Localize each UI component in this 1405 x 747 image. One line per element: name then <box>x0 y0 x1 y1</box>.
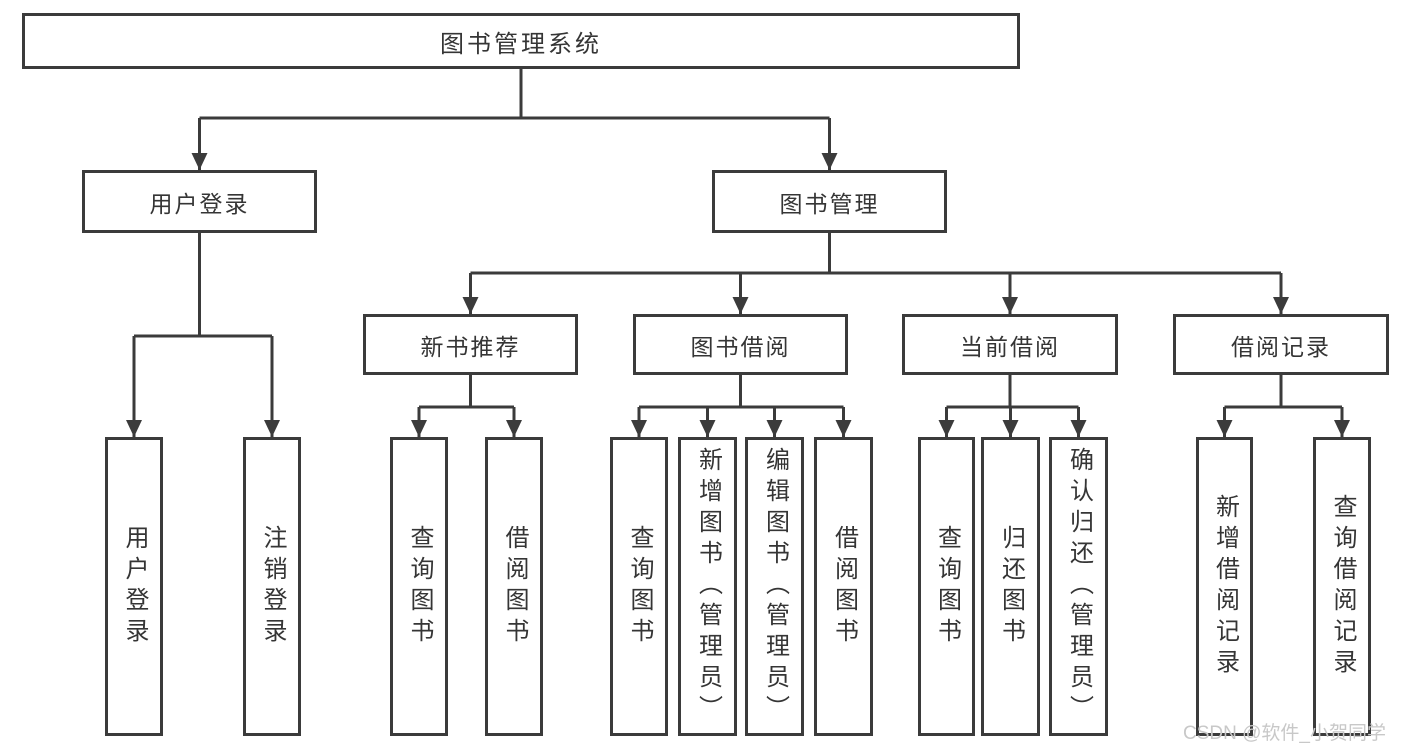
connector-current-borrow-stem <box>946 375 1079 409</box>
leaf-add-borrow-record: 新增借阅记录 <box>1196 437 1253 736</box>
connector-book-borrow-stem <box>639 375 844 409</box>
leaf-user-login: 用户登录 <box>105 437 163 736</box>
leaf-edit-book-admin: 编辑图书（管理员） <box>745 437 804 736</box>
node-borrow-record: 借阅记录 <box>1173 314 1389 375</box>
connector-borrow-record-stem <box>1224 375 1342 409</box>
leaf-query-borrow-record: 查询借阅记录 <box>1313 437 1371 736</box>
node-current-borrow: 当前借阅 <box>902 314 1118 375</box>
node-book-borrow: 图书借阅 <box>633 314 848 375</box>
connector-root-stem <box>199 69 830 120</box>
leaf-query-book-1: 查询图书 <box>390 437 448 736</box>
node-user-login: 用户登录 <box>82 170 317 233</box>
node-new-book-recommend: 新书推荐 <box>363 314 578 375</box>
leaf-confirm-return-admin: 确认归还（管理员） <box>1049 437 1108 736</box>
leaf-return-book: 归还图书 <box>981 437 1040 736</box>
node-book-management: 图书管理 <box>712 170 947 233</box>
leaf-query-book-2: 查询图书 <box>610 437 668 736</box>
leaf-borrow-book-1: 借阅图书 <box>485 437 543 736</box>
leaf-add-book-admin: 新增图书（管理员） <box>678 437 737 736</box>
connector-user-login-stem <box>134 233 272 338</box>
connector-new-book-recommend-stem <box>419 375 514 409</box>
connector-book-management-stem <box>470 233 1281 275</box>
leaf-query-book-3: 查询图书 <box>918 437 975 736</box>
leaf-logout: 注销登录 <box>243 437 301 736</box>
watermark: CSDN @软件_小贺同学 <box>1183 723 1386 744</box>
node-root-system: 图书管理系统 <box>22 13 1020 69</box>
leaf-borrow-book-2: 借阅图书 <box>814 437 873 736</box>
